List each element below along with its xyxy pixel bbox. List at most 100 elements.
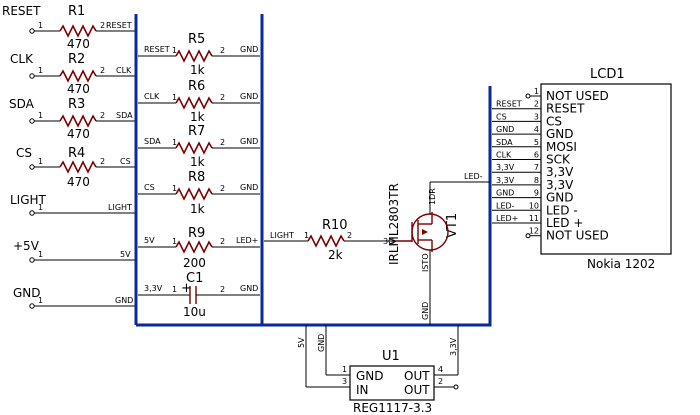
svg-text:CS: CS: [144, 183, 155, 192]
r9-ref: R9: [188, 226, 205, 241]
svg-text:OUT: OUT: [404, 369, 430, 383]
resistor-r4: [59, 160, 97, 174]
lcd-pin-name: MOSI: [546, 140, 577, 154]
lcd-pin-name: NOT USED: [546, 89, 609, 103]
lcd-pin-number: 6: [534, 151, 539, 160]
lcd-pin-net: LED+: [496, 214, 518, 223]
svg-text:1: 1: [38, 296, 43, 305]
lcd-pin-row: NOT USED 12: [525, 227, 609, 243]
svg-text:2: 2: [100, 157, 105, 166]
lcd-pin-name: 3,3V: [546, 165, 574, 179]
lcd-pin-terminal: [525, 233, 531, 239]
input-label-cs: CS: [16, 146, 32, 160]
net-sda: SDA: [116, 111, 133, 120]
cs-row: CS R4 1 2 470 CS: [16, 146, 136, 189]
r2-ref: R2: [68, 52, 85, 67]
svg-text:3: 3: [342, 377, 347, 386]
svg-text:3,3V: 3,3V: [144, 284, 163, 293]
resistor-r7: [175, 141, 213, 155]
net-clk: CLK: [116, 66, 132, 75]
lcd-pin-number: 11: [529, 214, 539, 223]
lcd-pin-name: NOT USED: [546, 229, 609, 243]
lcd-pin-name: CS: [546, 114, 562, 128]
svg-text:1: 1: [172, 285, 177, 294]
r6-row: R6 CLK 1 2 GND 1k: [138, 79, 260, 124]
resistor-r5: [175, 49, 213, 63]
lcd-pin-row: NOT USED 1: [525, 87, 609, 103]
r9-row: R9 5V 1 2 LED+ 200: [138, 226, 260, 270]
lcd-pin-number: 2: [534, 100, 539, 109]
lcd-pin-number: 10: [529, 201, 539, 210]
svg-text:GND: GND: [356, 369, 384, 383]
r6-ref: R6: [188, 79, 205, 94]
svg-text:1: 1: [172, 138, 177, 147]
resistor-r10: [307, 234, 345, 248]
svg-text:2: 2: [220, 184, 225, 193]
svg-text:IN: IN: [356, 383, 369, 397]
lcd-pin-number: 4: [534, 125, 539, 134]
input-label-reset: RESET: [2, 4, 41, 18]
lcd-pins: NOT USED1RESET2RESETCS3CSGND4GNDMOSI5SDA…: [492, 87, 609, 243]
net-cs: CS: [120, 157, 131, 166]
lcd-pin-name: 3,3V: [546, 178, 574, 192]
r3-value: 470: [67, 127, 90, 141]
r1-ref: R1: [68, 4, 85, 19]
svg-text:LED+: LED+: [236, 236, 258, 245]
lcd-pin-terminal: [525, 93, 531, 99]
svg-text:1: 1: [172, 46, 177, 55]
r6-value: 1k: [190, 110, 205, 124]
light-row: LIGHT 1 LIGHT: [10, 193, 136, 216]
svg-text:1: 1: [38, 66, 43, 75]
svg-text:LIGHT: LIGHT: [270, 231, 294, 240]
resistor-r2: [59, 69, 97, 83]
svg-text:5V: 5V: [297, 337, 306, 348]
svg-text:2: 2: [100, 111, 105, 120]
input-terminal: [29, 28, 35, 34]
lcd-ref: LCD1: [590, 67, 625, 82]
lcd-pin-number: 1: [534, 87, 539, 96]
lcd-pin-row: LED + 11 LED+: [492, 214, 583, 230]
lcd-pin-net: LED-: [496, 201, 515, 210]
svg-text:1: 1: [304, 231, 309, 240]
svg-text:1: 1: [38, 250, 43, 259]
u1-ref: U1: [382, 349, 400, 364]
reset-row: RESET R1 1 2 470 RESET: [2, 4, 136, 51]
r8-ref: R8: [188, 170, 205, 185]
svg-text:4: 4: [438, 365, 443, 374]
lcd-pin-name: LED +: [546, 216, 583, 230]
lcd-pin-net: 3,3V: [496, 163, 515, 172]
svg-text:GND: GND: [421, 302, 430, 320]
input-label-clk: CLK: [10, 52, 34, 66]
svg-text:1: 1: [38, 111, 43, 120]
lcd-pin-number: 3: [534, 112, 539, 121]
svg-text:SDA: SDA: [144, 137, 161, 146]
svg-text:+: +: [181, 281, 192, 296]
svg-text:OUT: OUT: [404, 383, 430, 397]
lcd-pin-name: RESET: [546, 102, 585, 116]
net-gnd: GND: [115, 296, 133, 305]
c1-row: C1 3,3V 1 + 2 GND 10u: [138, 271, 260, 319]
r10-group: R10 LIGHT 1 2 2k: [264, 218, 395, 262]
svg-text:CLK: CLK: [144, 92, 160, 101]
input-label-gnd: GND: [13, 286, 41, 300]
lcd-pin-number: 12: [529, 227, 539, 236]
svg-text:LED-: LED-: [464, 172, 483, 181]
svg-text:2: 2: [220, 237, 225, 246]
svg-text:GND: GND: [240, 137, 258, 146]
svg-text:ISTO: ISTO: [421, 253, 430, 272]
svg-text:1DR: 1DR: [428, 188, 437, 205]
r5-row: R5 RESET 1 2 GND 1k: [138, 32, 260, 77]
r5-ref: R5: [188, 32, 205, 47]
lcd-pin-row: LED - 10 LED-: [492, 201, 578, 217]
svg-text:GND: GND: [240, 183, 258, 192]
lcd-pin-net: CS: [496, 112, 507, 121]
lcd-box: [540, 83, 672, 255]
lcd-pin-name: LED -: [546, 203, 578, 217]
resistor-r1: [59, 24, 97, 38]
net-5v: 5V: [120, 250, 131, 259]
